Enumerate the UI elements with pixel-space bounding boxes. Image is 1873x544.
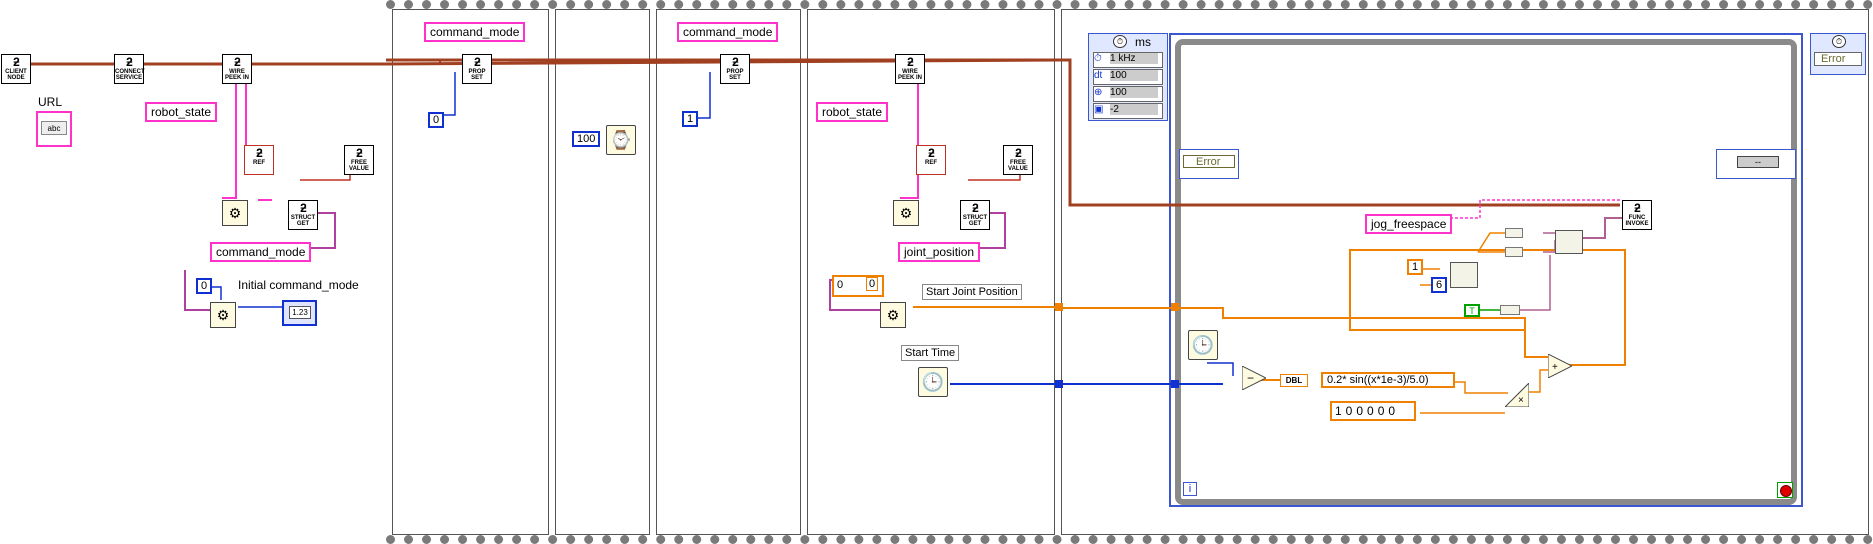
big-constant[interactable]: 100000: [1330, 401, 1416, 421]
formula-node[interactable]: 0.2* sin((x*1e-3)/5.0): [1321, 372, 1455, 388]
joint-position-constant[interactable]: joint_position: [898, 242, 981, 262]
url-control[interactable]: abc: [36, 111, 72, 147]
svg-text:+: +: [1552, 362, 1558, 373]
gear-icon[interactable]: ⚙: [210, 302, 236, 328]
start-time-label: Start Time: [901, 345, 960, 361]
wait-ms-constant[interactable]: 100: [572, 131, 601, 147]
array-index: 0: [837, 279, 844, 291]
command-mode-constant[interactable]: command_mode: [677, 22, 779, 42]
url-label: URL: [38, 95, 63, 109]
command-mode-constant[interactable]: command_mode: [210, 242, 312, 262]
bundle-node-low[interactable]: [1500, 305, 1520, 315]
timed-loop-output-node: ⏱ Error: [1810, 33, 1866, 75]
initial-command-mode-label: Initial command_mode: [238, 278, 359, 292]
six-constant[interactable]: 6: [1431, 277, 1448, 293]
cluster-right-terminal[interactable]: --: [1716, 149, 1796, 179]
while-loop-frame: [1175, 39, 1797, 505]
tick-count-icon[interactable]: 🕒: [1188, 330, 1218, 360]
sequence-frame-1: [555, 9, 650, 535]
jog-freespace-constant[interactable]: jog_freespace: [1365, 214, 1453, 234]
add-node[interactable]: +: [1548, 354, 1572, 378]
robot-state-constant[interactable]: robot_state: [145, 102, 218, 122]
svg-text:×: ×: [1518, 395, 1524, 406]
stop-condition-icon[interactable]: [1777, 482, 1793, 498]
clock-icon: ⏱: [1832, 35, 1846, 48]
iteration-terminal: i: [1183, 482, 1197, 496]
array-constant[interactable]: 0 0: [832, 275, 884, 297]
zero-constant[interactable]: 0: [428, 112, 445, 128]
bundle-node-mid[interactable]: [1505, 247, 1523, 257]
gear-icon[interactable]: ⚙: [893, 200, 919, 226]
robot-state-constant[interactable]: robot_state: [816, 102, 889, 122]
timed-loop-frame: [1169, 33, 1803, 507]
start-joint-position-label: Start Joint Position: [922, 284, 1022, 300]
command-mode-constant[interactable]: command_mode: [424, 22, 526, 42]
one-constant[interactable]: 1: [1407, 259, 1424, 275]
one-constant[interactable]: 1: [682, 111, 699, 127]
array-element: 0: [866, 277, 879, 291]
clock-icon: ⏱: [1113, 35, 1127, 48]
tick-count-icon[interactable]: 🕒: [918, 367, 948, 397]
to-double-node[interactable]: DBL: [1280, 374, 1308, 387]
bundle-node-top[interactable]: [1505, 228, 1523, 238]
sequence-frame-2: [656, 9, 801, 535]
timed-loop-unit: ms: [1135, 35, 1151, 49]
sequence-frame-3: [807, 9, 1055, 535]
svg-text:−: −: [1247, 371, 1254, 385]
indicator-value: 1.23: [289, 306, 311, 319]
initialize-array-node[interactable]: [1450, 262, 1478, 288]
numeric-indicator: 1.23: [282, 300, 317, 326]
multiply-node[interactable]: ×: [1505, 383, 1529, 407]
true-constant[interactable]: T: [1464, 304, 1480, 317]
error-terminal-left[interactable]: Error: [1179, 149, 1239, 179]
gear-icon[interactable]: ⚙: [222, 200, 248, 226]
gear-icon[interactable]: ⚙: [880, 302, 906, 328]
wait-icon[interactable]: ⌚: [606, 125, 636, 155]
zero-constant[interactable]: 0: [196, 278, 213, 294]
sequence-frame-0: [392, 9, 549, 535]
subtract-node[interactable]: −: [1242, 366, 1266, 390]
url-string-box: abc: [41, 121, 67, 135]
build-array-node[interactable]: [1555, 230, 1583, 254]
